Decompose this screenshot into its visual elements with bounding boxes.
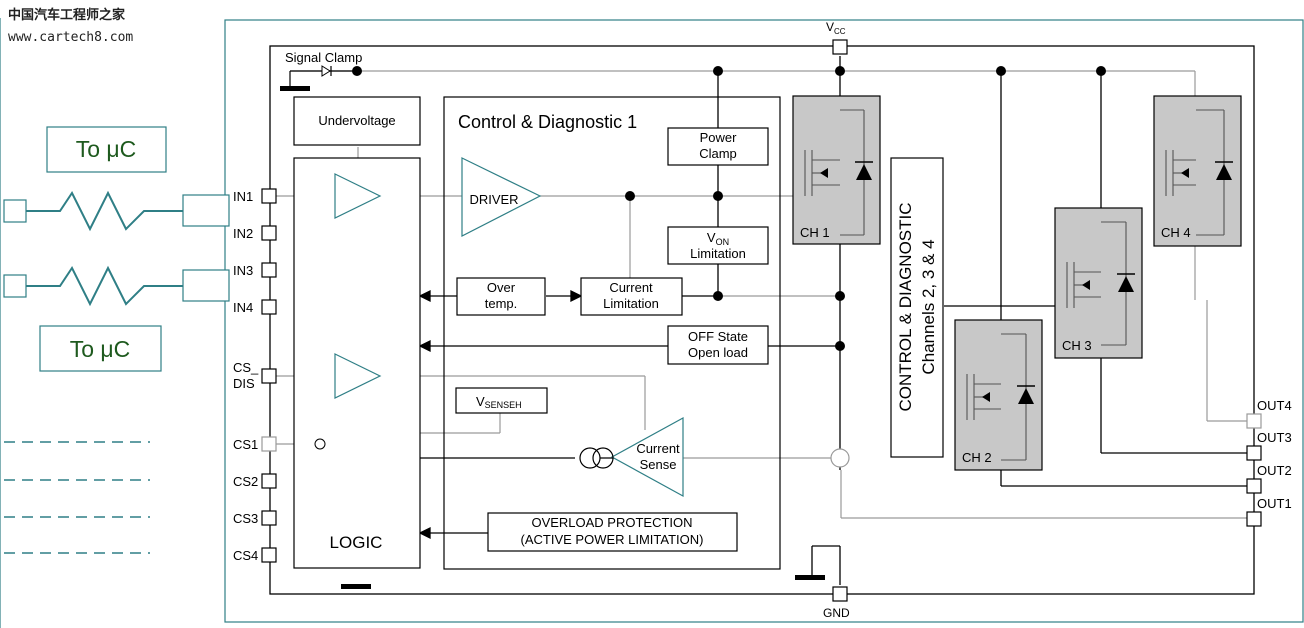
current-sense-label-2: Sense [640,457,677,472]
control-diagnostic-1-title: Control & Diagnostic 1 [458,112,637,132]
current-sense-label-1: Current [636,441,680,456]
power-clamp-block [667,127,769,166]
von-label: VON [707,230,729,247]
cs-dashed-lines [4,441,150,554]
undervoltage-label: Undervoltage [318,113,395,128]
undervoltage-block [293,96,421,146]
gnd-pin [832,586,848,602]
to-uc-label-top: To μC [76,136,137,162]
watermark-site-name: 中国汽车工程师之家 [8,8,126,23]
driver-block [461,157,542,237]
control-diagnostic-234-label-2: Channels 2, 3 & 4 [919,239,938,374]
input-buffer [334,173,382,219]
ground-bars [280,86,825,589]
current-sense-amp [610,416,684,498]
cs-switch-node [314,438,326,450]
logic-label: LOGIC [330,533,383,552]
pin-in3-label: IN3 [233,263,253,278]
off-state-label-2: Open load [688,345,748,360]
over-temp-label-1: Over [487,280,516,295]
current-limitation-label-2: Limitation [603,296,659,311]
vsenseh-label: VSENSEH [476,394,522,410]
control-diagnostic-234-text: CONTROL & DIAGNOSTIC Channels 2, 3 & 4 [896,202,938,411]
pin-dis-label: DIS [233,376,255,391]
overload-label-2: (ACTIVE POWER LIMITATION) [521,532,704,547]
diagram-frame [224,19,1304,623]
sense-node [830,448,850,468]
von-limitation-block [667,226,769,265]
off-state-open-load-block [667,325,769,365]
ch3-label: CH 3 [1062,338,1092,353]
watermark-url: www.cartech8.com [8,30,134,45]
vcc-label: VCC [826,20,846,36]
control-diagnostic-234-block [890,157,944,458]
power-clamp-label-2: Clamp [699,146,737,161]
pin-out3-label: OUT3 [1257,430,1292,445]
off-state-label-1: OFF State [688,329,748,344]
pin-cs3-label: CS3 [233,511,258,526]
pin-cs4-label: CS4 [233,548,258,563]
to-uc-box-bottom: To μC [39,325,162,372]
chip-outline [269,45,1255,595]
ch2-label: CH 2 [962,450,992,465]
overload-protection-block [487,512,738,552]
pin-out4-label: OUT4 [1257,398,1292,413]
signal-clamp-label: Signal Clamp [285,50,362,65]
ch4-label: CH 4 [1161,225,1191,240]
vsenseh-block [455,387,548,414]
driver-label: DRIVER [469,192,518,207]
channel-ch4: CH 4 [1153,95,1242,247]
pin-cs1-label: CS1 [233,437,258,452]
channel-ch3: CH 3 [1054,207,1143,359]
junction-dots [352,66,1106,351]
control-diagnostic-234-label-1: CONTROL & DIAGNOSTIC [896,202,915,411]
current-limitation-block [580,277,683,316]
overload-label-1: OVERLOAD PROTECTION [531,515,692,530]
grey-wires [276,70,1248,519]
pin-out2-label: OUT2 [1257,463,1292,478]
resistor-top [3,190,230,232]
pin-out1-label: OUT1 [1257,496,1292,511]
power-clamp-label-1: Power [700,130,738,145]
over-temp-block [456,277,546,316]
channel-ch2: CH 2 [954,319,1043,471]
over-temp-label-2: temp. [485,296,518,311]
vcc-pin [832,39,848,55]
to-uc-label-bottom: To μC [70,336,131,362]
pin-in2-label: IN2 [233,226,253,241]
current-source-right [592,447,614,469]
gnd-label: GND [823,606,850,620]
current-source-left [579,447,601,469]
control-diagnostic-1-block [443,96,781,570]
ch1-label: CH 1 [800,225,830,240]
right-pins [1246,413,1262,527]
pin-in4-label: IN4 [233,300,253,315]
signal-clamp-diode [289,65,332,86]
pin-cs-label: CS_ [233,360,259,375]
to-uc-box-top: To μC [46,126,167,173]
resistor-bottom [3,265,230,307]
pin-in1-label: IN1 [233,189,253,204]
cs-dis-buffer [334,353,382,399]
current-limitation-label-1: Current [609,280,653,295]
channel-ch1: CH 1 [792,95,881,245]
logic-arrows [418,289,668,540]
pin-cs2-label: CS2 [233,474,258,489]
left-pins [261,188,277,563]
von-limitation-label: Limitation [690,246,746,261]
logic-block [293,157,421,569]
